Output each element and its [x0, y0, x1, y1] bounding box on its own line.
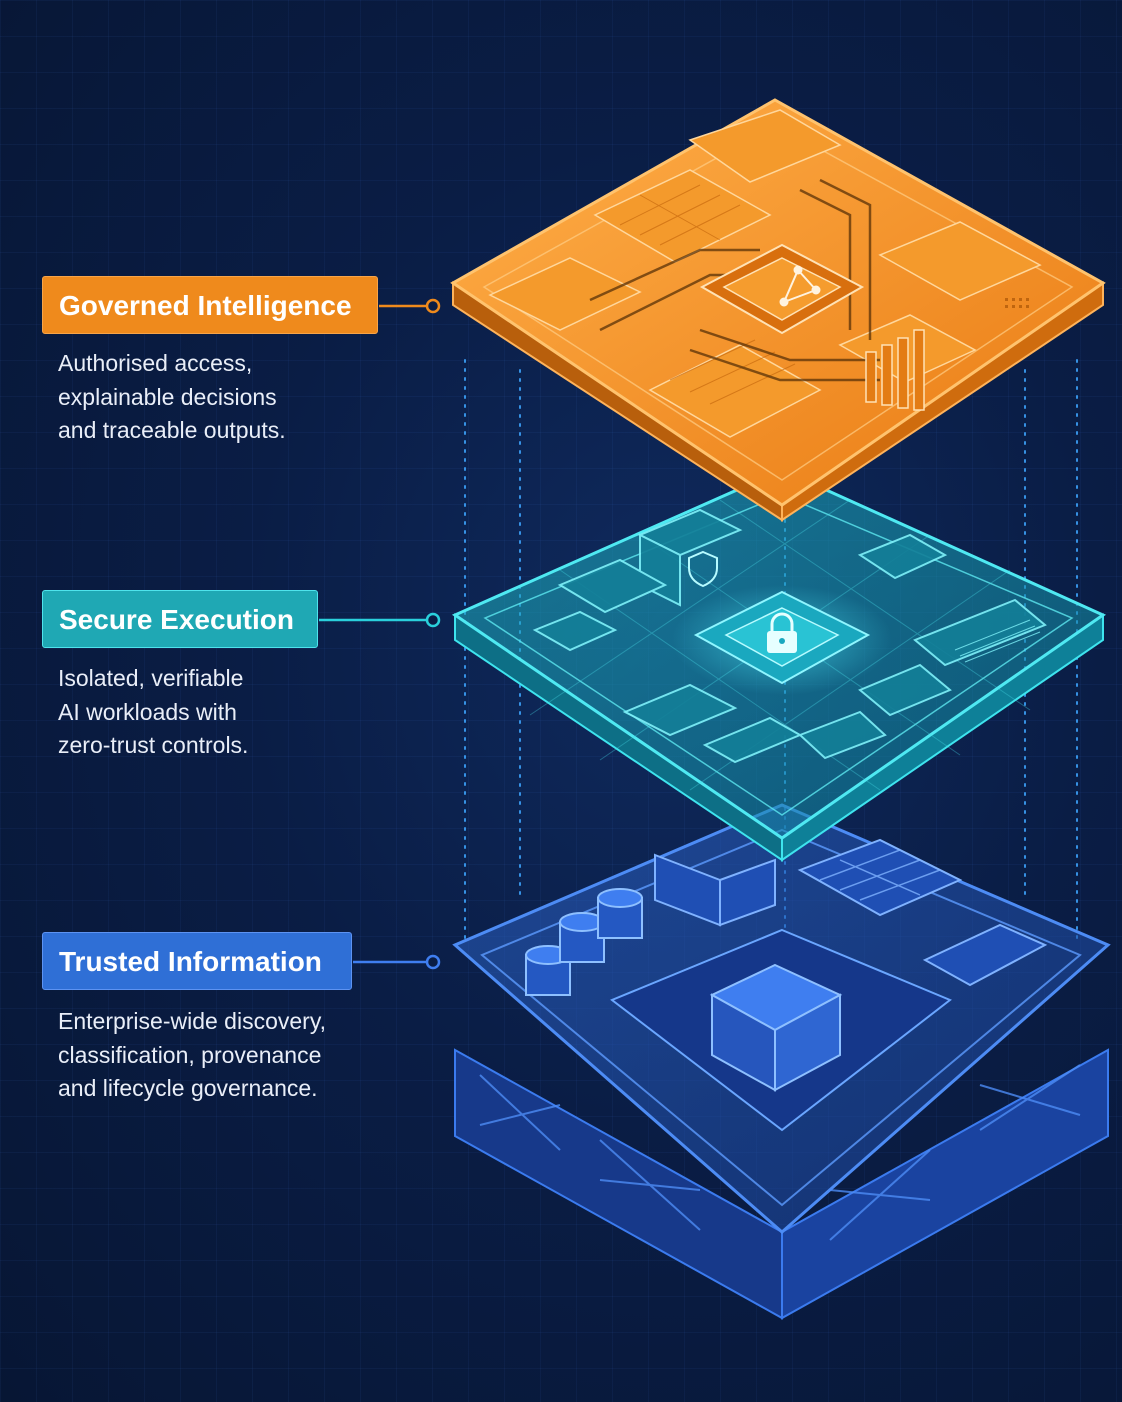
description-line: and traceable outputs. — [58, 417, 286, 443]
network-graph-icon — [779, 265, 821, 307]
description-line: Authorised access, — [58, 350, 253, 376]
description-line: Isolated, verifiable — [58, 665, 244, 691]
trusted-information-layer — [452, 803, 1111, 1320]
description-line: classification, provenance — [58, 1041, 322, 1068]
padlock-icon — [767, 612, 797, 653]
secure-execution-layer — [451, 468, 1107, 862]
secure-execution-label: Secure Execution — [42, 590, 318, 648]
description-line: AI workloads with — [58, 698, 237, 725]
description-line: explainable decisions — [58, 383, 277, 410]
trusted-information-description: Enterprise-wide discovery, classificatio… — [58, 1005, 388, 1106]
description-line: and lifecycle governance. — [58, 1075, 318, 1101]
label-connectors — [319, 298, 441, 970]
governed-intelligence-description: Authorised access, explainable decisions… — [58, 347, 388, 448]
trusted-information-label: Trusted Information — [42, 932, 352, 990]
description-line: Enterprise-wide discovery, — [58, 1008, 327, 1034]
description-line: zero-trust controls. — [58, 732, 249, 758]
secure-execution-description: Isolated, verifiable AI workloads with z… — [58, 662, 388, 763]
governed-intelligence-label: Governed Intelligence — [42, 276, 378, 334]
shield-icon — [688, 550, 718, 588]
database-icon — [525, 888, 643, 996]
governed-intelligence-layer — [450, 98, 1106, 522]
